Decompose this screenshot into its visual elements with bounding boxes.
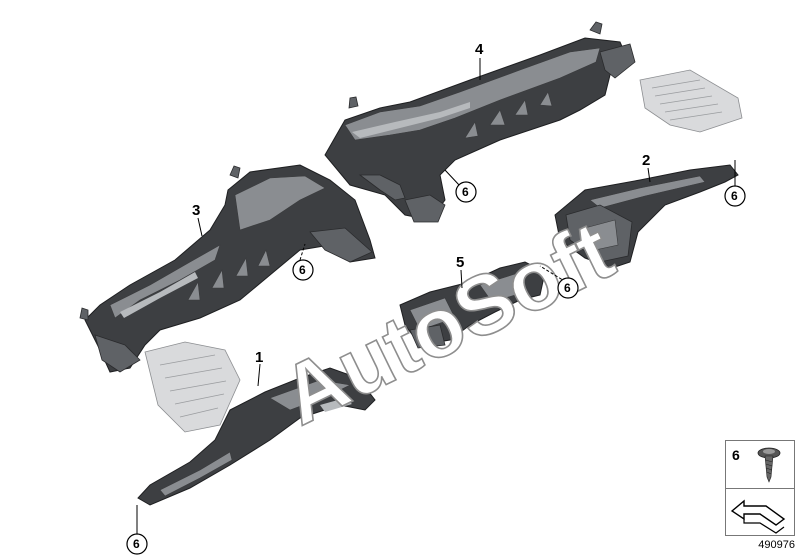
part-5-center-duct [399,261,546,349]
svg-text:6: 6 [731,189,738,203]
legend-arrow-cell [726,489,794,535]
svg-text:6: 6 [133,537,140,551]
leader-6-c [299,243,306,261]
leader-2 [647,167,651,183]
leader-3 [197,217,203,237]
fastener-callout-d: 6 [557,277,579,299]
lower-vent-grille [144,341,241,433]
document-number: 490976 [758,539,795,551]
part-2-air-duct [554,164,739,269]
legend-box: 6 [725,440,795,536]
leader-6-d [539,265,567,283]
leader-1 [257,363,261,387]
callout-1: 1 [255,349,263,366]
svg-text:6: 6 [299,263,306,277]
fastener-callout-c: 6 [292,259,314,281]
callout-2: 2 [642,152,650,169]
screw-icon [757,447,781,483]
upper-vent-grille [639,69,743,133]
callout-5: 5 [456,254,464,271]
part-1-air-duct [137,367,376,506]
direction-arrow-icon [730,499,786,534]
leader-6-b [444,169,461,187]
callout-4: 4 [475,41,484,58]
part-4-air-duct [324,21,636,223]
part-3-air-duct [79,164,376,373]
fastener-callout-e: 6 [126,533,148,555]
svg-text:6: 6 [564,281,571,295]
legend-item-label: 6 [732,447,740,463]
fastener-callout-a: 6 [724,185,746,207]
callout-3: 3 [192,202,200,219]
leader-5 [460,269,463,289]
legend-fastener-cell: 6 [726,441,794,489]
fastener-callout-b: 6 [455,181,477,203]
svg-text:6: 6 [462,185,469,199]
